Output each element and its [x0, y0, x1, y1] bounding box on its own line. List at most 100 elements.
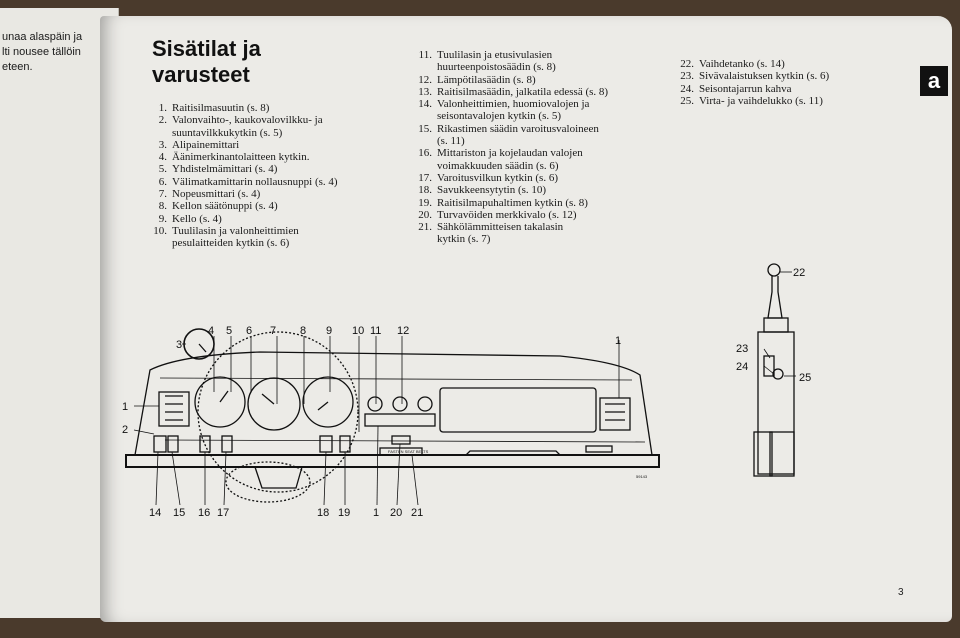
item-text-line: Valonheittimien, huomiovalojen ja — [437, 98, 590, 111]
gear-knob — [767, 263, 781, 277]
callout-number: 1 — [122, 401, 128, 413]
item-text: Turvavöiden merkkivalo (s. 12) — [437, 209, 577, 221]
item-text: Kellon säätönuppi (s. 4) — [172, 200, 278, 212]
callout-number: 2 — [122, 424, 128, 436]
item-text-line: Välimatkamittarin nollausnuppi (s. 4) — [172, 175, 338, 188]
callout-number: 10 — [352, 325, 364, 337]
item-text-line: Alipainemittari — [172, 138, 240, 151]
callout-number: 1 — [615, 335, 621, 347]
list-item: 5.Yhdistelmämittari (s. 4) — [143, 163, 373, 175]
item-number: 9. — [158, 212, 167, 225]
item-text-line: Tuulilasin ja valonheittimien — [172, 224, 299, 237]
item-number: 19. — [418, 196, 432, 209]
callout-number: 4 — [208, 325, 214, 337]
item-text: Alipainemittari — [172, 139, 239, 151]
list-item: 12. Lämpötilasäädin (s. 8) — [408, 74, 648, 86]
dashboard-lower-edge — [125, 454, 660, 468]
speedometer — [247, 377, 301, 431]
item-text: Lämpötilasäädin (s. 8) — [437, 74, 536, 86]
item-number: 11. — [418, 49, 432, 61]
manual-page — [100, 16, 952, 622]
list-item: 17.Varoitusvilkun kytkin (s. 6) — [408, 172, 648, 184]
combination-gauge — [194, 376, 246, 428]
item-text-line: Vaihdetanko (s. 14) — [699, 58, 785, 70]
list-item: 20.Turvavöiden merkkivalo (s. 12) — [408, 209, 648, 221]
list-item: 18.Savukkeensytytin (s. 10) — [408, 184, 648, 196]
left-page: unaa alaspäin ja lti nousee tällöin etee… — [0, 8, 119, 618]
item-list-column-3: 22.Vaihdetanko (s. 14)23.Sivävalaistukse… — [670, 58, 870, 107]
item-number: 6. — [158, 175, 167, 188]
callout-number: 3 — [176, 339, 182, 351]
callout-number: 8 — [300, 325, 306, 337]
item-text: Välimatkamittarin nollausnuppi (s. 4) — [172, 176, 338, 188]
glovebox — [439, 387, 597, 433]
item-text-line: Valonvaihto-, kaukovalovilkku- ja — [172, 114, 323, 127]
callout-number: 20 — [390, 507, 402, 519]
callout-number: 14 — [149, 507, 161, 519]
gear-lever — [767, 276, 783, 319]
callout-number: 1 — [373, 507, 379, 519]
item-text-line: Nopeusmittari (s. 4) — [172, 188, 261, 201]
list-item: 9. Kello (s. 4) — [143, 213, 373, 225]
item-text-line: Mittariston ja kojelaudan valojen — [437, 147, 583, 160]
air-vent-right — [599, 397, 631, 431]
list-item: 3. Alipainemittari — [143, 139, 373, 151]
defrost-control — [367, 396, 383, 412]
item-text-line: Raitisilmasuutin (s. 8) — [172, 102, 270, 114]
item-number: 8. — [158, 200, 167, 213]
callout-number: 12 — [397, 325, 409, 337]
item-text-line: Kello (s. 4) — [172, 212, 222, 225]
item-text-line: Savukkeensytytin (s. 10) — [437, 184, 547, 197]
center-console — [757, 331, 795, 475]
item-text-line: huurteenpoistosäädin (s. 8) — [437, 61, 556, 74]
item-text-line: Raitisilmapuhaltimen kytkin (s. 8) — [437, 196, 588, 209]
item-text: Yhdistelmämittari (s. 4) — [172, 163, 277, 175]
item-number: 21. — [418, 221, 432, 234]
callout-number: 24 — [736, 361, 748, 373]
item-text-line: Äänimerkinantolaitteen kytkin. — [172, 151, 310, 164]
item-text: Savukkeensytytin (s. 10) — [437, 184, 546, 196]
list-item: 1.Raitisilmasuutin (s. 8) — [143, 102, 373, 114]
item-text-line: seisontavalojen kytkin (s. 5) — [437, 110, 562, 123]
clock — [302, 376, 354, 428]
item-number: 7. — [158, 188, 167, 201]
callout-number: 19 — [338, 507, 350, 519]
item-text-line: (s. 11) — [437, 135, 465, 148]
list-item: 19. Raitisilmapuhaltimen kytkin (s. 8) — [408, 197, 648, 209]
item-text-line: Turvavöiden merkkivalo (s. 12) — [437, 208, 577, 221]
item-text-line: Sähkölämmitteisen takalasin — [437, 221, 564, 234]
list-item: 24.Seisontajarrun kahva — [670, 83, 870, 95]
temperature-control — [392, 396, 408, 412]
item-number: 24. — [680, 82, 694, 95]
left-page-line: eteen. — [2, 61, 33, 73]
item-text-line: kytkin (s. 7) — [437, 233, 491, 246]
list-item: 13.Raitisilmasäädin, jalkatila edessä (s… — [408, 86, 648, 98]
item-text-line: suuntavilkkukytkin (s. 5) — [172, 126, 283, 139]
item-number: 14. — [418, 98, 432, 111]
callout-number: 25 — [799, 372, 811, 384]
item-number: 3. — [158, 138, 167, 151]
page-number: 3 — [898, 587, 904, 598]
item-text-line: Varoitusvilkun kytkin (s. 6) — [437, 171, 558, 184]
item-text: Sivävalaistuksen kytkin (s. 6) — [699, 70, 829, 82]
callout-number: 11 — [370, 325, 381, 337]
seatbelt-warning-light — [391, 435, 411, 445]
callout-number: 7 — [270, 325, 276, 337]
item-number: 12. — [418, 73, 432, 86]
item-number: 25. — [680, 94, 694, 107]
item-text-line: Yhdistelmämittari (s. 4) — [172, 163, 278, 176]
list-item: 23.Sivävalaistuksen kytkin (s. 6) — [670, 70, 870, 82]
item-list-column-1: 1.Raitisilmasuutin (s. 8)2. Valonvaihto-,… — [143, 102, 373, 250]
item-number: 2. — [158, 114, 167, 127]
left-page-line: unaa alaspäin ja — [2, 31, 83, 43]
item-number: 13. — [418, 85, 432, 98]
